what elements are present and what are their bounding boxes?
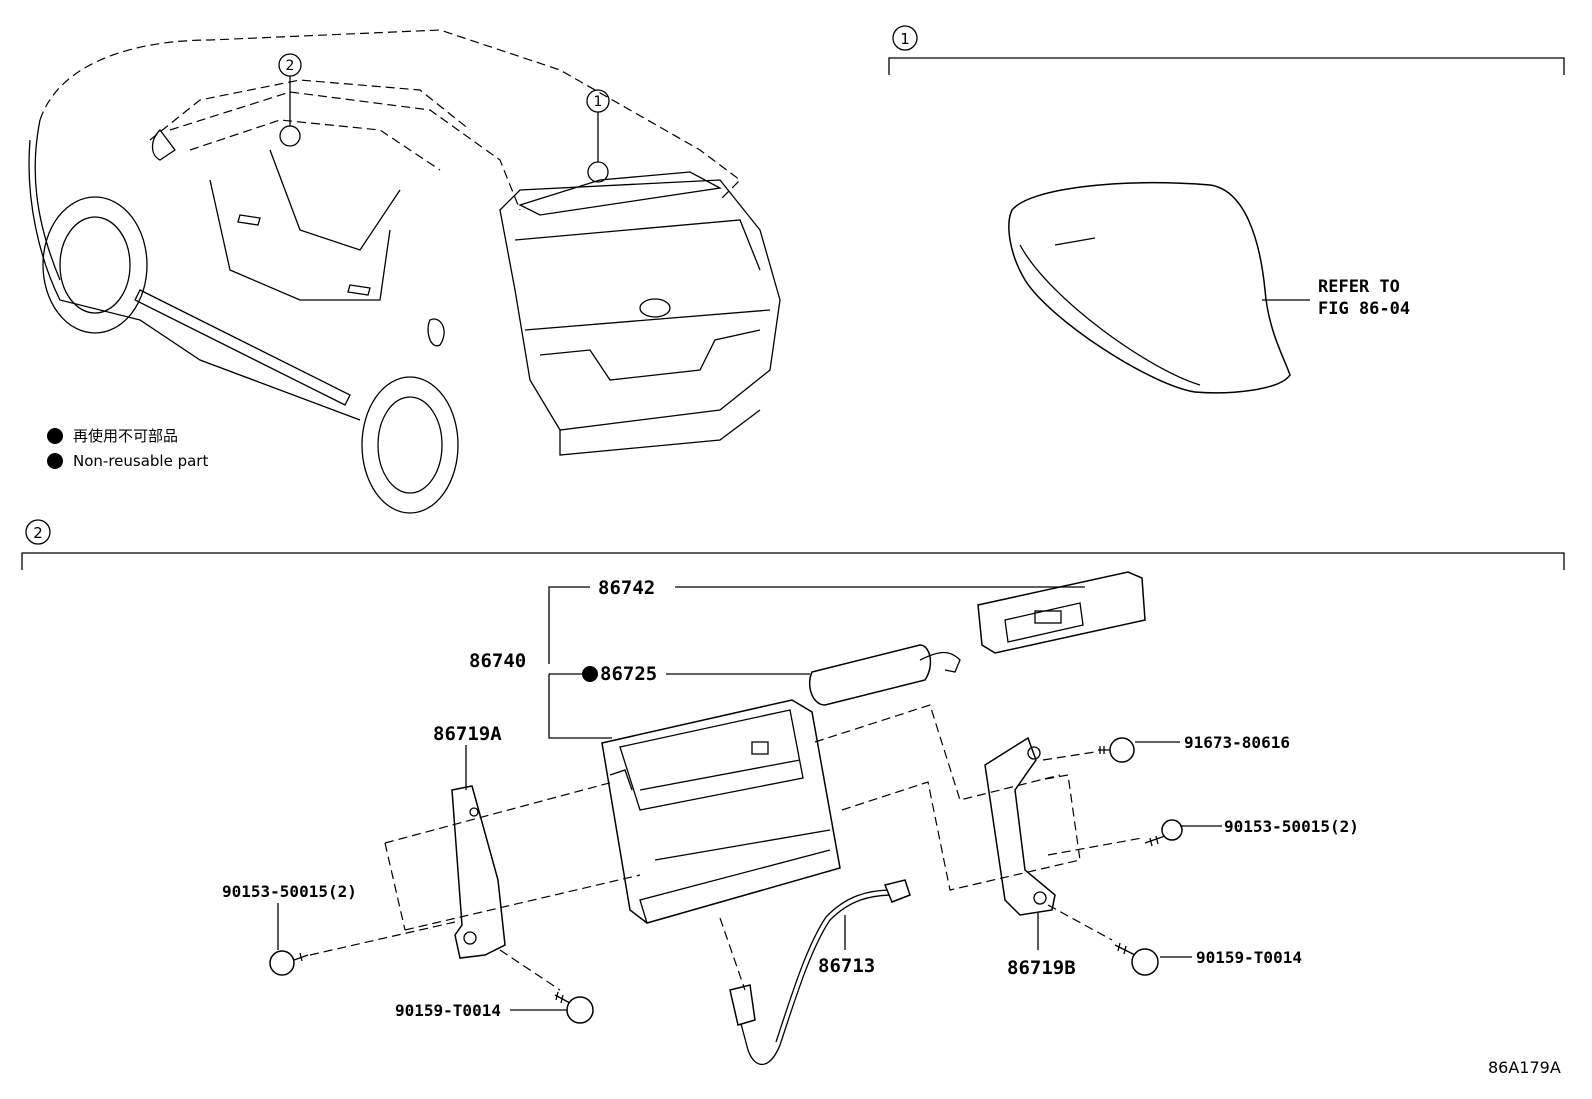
bullet-icon — [47, 453, 63, 469]
bolt-90159-left — [554, 991, 594, 1024]
antenna-cover — [1008, 182, 1291, 394]
part-label-86719B: 86719B — [1007, 957, 1076, 979]
part-label-86719A: 86719A — [433, 723, 502, 745]
legend: 再使用不可部品 Non-reusable part — [47, 427, 208, 470]
part-label-86725: 86725 — [600, 663, 657, 685]
figure-code: 86A179A — [1488, 1058, 1561, 1077]
svg-text:2: 2 — [286, 58, 295, 74]
bolt-90153-right — [1144, 819, 1183, 847]
bolt-91673 — [1098, 737, 1135, 763]
part-label-90153-right: 90153-50015(2) — [1224, 817, 1359, 836]
vehicle-callout-2: 2 — [278, 53, 302, 77]
bolt-90153-left — [269, 950, 309, 976]
part-label-86740: 86740 — [469, 650, 526, 672]
svg-text:1: 1 — [594, 94, 603, 110]
part-label-90159-right: 90159-T0014 — [1196, 948, 1302, 967]
vehicle-callout-1: 1 — [586, 89, 610, 113]
refer-fig-text: FIG 86-04 — [1318, 299, 1410, 319]
part-label-86742: 86742 — [598, 577, 655, 599]
module-86742 — [977, 571, 1146, 654]
refer-to-text: REFER TO — [1318, 277, 1400, 297]
legend-text-en: Non-reusable part — [73, 452, 208, 470]
legend-text-jp: 再使用不可部品 — [73, 427, 178, 445]
vehicle-illustration — [28, 29, 781, 514]
bullet-icon — [47, 428, 63, 444]
bolt-90159-right — [1114, 942, 1159, 976]
bracket-86719B — [984, 736, 1056, 916]
cable-86713 — [729, 879, 911, 1066]
section-1: 1 REFER TO FIG 86-04 — [888, 25, 1565, 394]
dcm-unit — [601, 699, 841, 924]
non-reusable-icon — [582, 666, 598, 682]
section-1-callout: 1 — [900, 30, 910, 48]
section-2-callout: 2 — [33, 524, 43, 542]
part-label-91673-80616: 91673-80616 — [1184, 733, 1290, 752]
bracket-86719A — [451, 785, 506, 959]
part-label-90159-left: 90159-T0014 — [395, 1001, 501, 1020]
part-label-90153-left: 90153-50015(2) — [222, 882, 357, 901]
battery-86725 — [808, 644, 961, 706]
section-2: 2 — [21, 519, 1565, 1066]
part-label-86713: 86713 — [818, 955, 875, 977]
